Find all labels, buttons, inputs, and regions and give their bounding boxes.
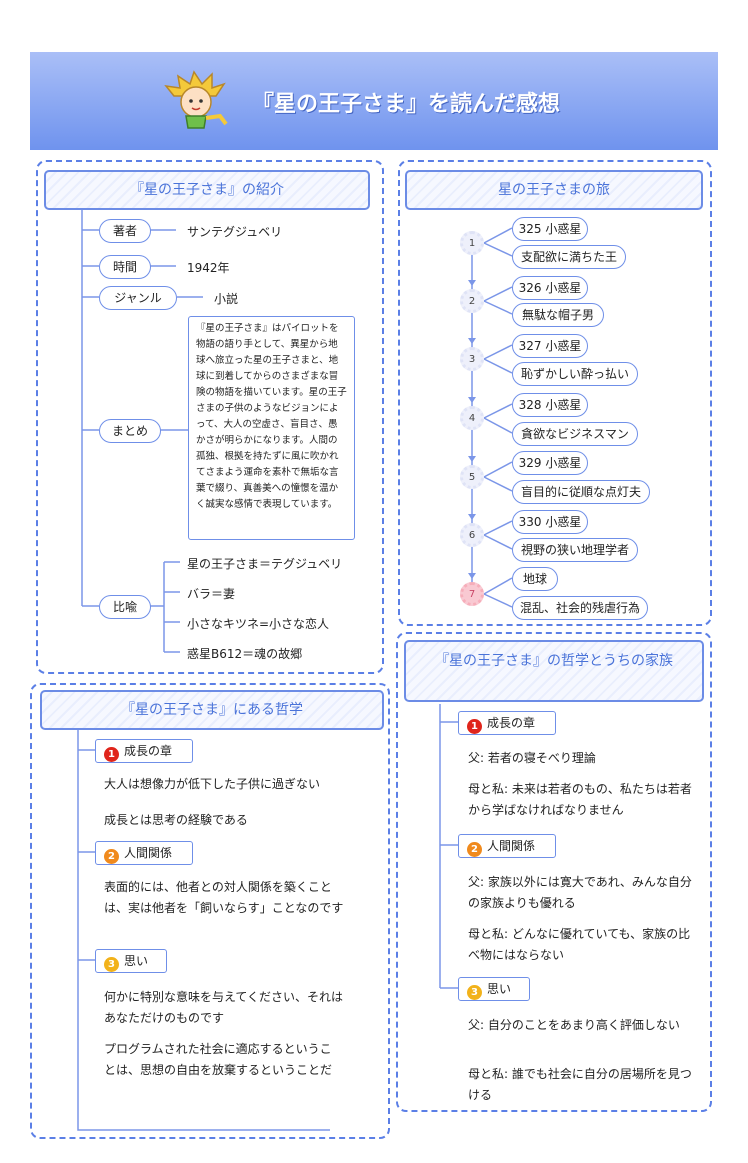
time-value: 1942年 xyxy=(187,261,230,275)
journey-step-node: 3 xyxy=(460,347,484,371)
author-label: 著者 xyxy=(99,219,151,243)
philosophy-title: 『星の王子さま』にある哲学 xyxy=(40,690,384,730)
family-section-1: 1 成長の章 xyxy=(458,711,556,735)
section-title: 成長の章 xyxy=(124,744,173,758)
number-1-badge-icon: 1 xyxy=(467,719,482,734)
journey-panel xyxy=(398,160,712,626)
philosophy-item: プログラムされた社会に適応するということは、思想の自由を放棄するということだ xyxy=(104,1042,333,1077)
summary-label: まとめ xyxy=(99,419,161,443)
family-title: 『星の王子さま』の哲学とうちの家族 xyxy=(404,640,704,702)
section-title: 人間関係 xyxy=(124,846,173,860)
header-banner xyxy=(30,52,718,150)
family-item: 母と私: 未来は若者のもの、私たちは若者から学ばなければなりません xyxy=(468,782,692,817)
philosophy-item: 大人は想像力が低下した子供に過ぎない xyxy=(104,777,321,791)
philosophy-item: 成長とは思考の経験である xyxy=(104,813,248,827)
philosophy-section-1: 1 成長の章 xyxy=(95,739,193,763)
journey-planet: 326 小惑星 xyxy=(512,276,588,300)
little-prince-mascot-icon xyxy=(164,70,228,129)
family-item: 母と私: どんなに優れていても、家族の比べ物にはならない xyxy=(468,927,691,962)
journey-desc: 混乱、社会的残虐行為 xyxy=(512,596,648,620)
family-section-3: 3 思い xyxy=(458,977,530,1001)
summary-text: 『星の王子さま』はパイロットを物語の語り手として、異星から地球へ旅立った星の王子… xyxy=(188,316,355,540)
author-value: サンテグジュベリ xyxy=(187,225,283,239)
philosophy-section-2: 2 人間関係 xyxy=(95,841,193,865)
family-item: 母と私: 誰でも社会に自分の居場所を見つける xyxy=(468,1067,692,1102)
section-title: 成長の章 xyxy=(487,716,536,730)
journey-title: 星の王子さまの旅 xyxy=(405,170,703,210)
philosophy-section-3: 3 思い xyxy=(95,949,167,973)
journey-desc: 視野の狭い地理学者 xyxy=(512,538,638,562)
family-section-2: 2 人間関係 xyxy=(458,834,556,858)
journey-planet: 地球 xyxy=(512,567,558,591)
genre-label: ジャンル xyxy=(99,286,177,310)
section-title: 思い xyxy=(124,954,149,968)
metaphor-label: 比喩 xyxy=(99,595,151,619)
section-title: 思い xyxy=(487,982,512,996)
number-2-badge-icon: 2 xyxy=(467,842,482,857)
family-item: 父: 若者の寝そべり理論 xyxy=(468,751,596,765)
journey-planet: 327 小惑星 xyxy=(512,334,588,358)
genre-value: 小説 xyxy=(214,292,239,306)
journey-desc: 貪欲なビジネスマン xyxy=(512,422,638,446)
number-1-badge-icon: 1 xyxy=(104,747,119,762)
philosophy-item: 表面的には、他者との対人関係を築くことは、実は他者を「飼いならす」ことなのです xyxy=(104,880,344,915)
journey-planet: 325 小惑星 xyxy=(512,217,588,241)
journey-step-node: 1 xyxy=(460,231,484,255)
metaphor-item: バラ＝妻 xyxy=(187,587,236,601)
journey-planet: 328 小惑星 xyxy=(512,393,588,417)
number-2-badge-icon: 2 xyxy=(104,849,119,864)
family-item: 父: 家族以外には寛大であれ、みんな自分の家族よりも優れる xyxy=(468,875,692,910)
metaphor-item: 小さなキツネ=小さな恋人 xyxy=(187,617,330,631)
intro-title: 『星の王子さま』の紹介 xyxy=(44,170,370,210)
family-panel xyxy=(396,632,712,1112)
metaphor-item: 星の王子さま＝テグジュベリ xyxy=(187,557,343,571)
journey-step-node: 7 xyxy=(460,582,484,606)
philosophy-panel xyxy=(30,683,390,1139)
page-title: 『星の王子さま』を読んだ感想 xyxy=(252,92,561,117)
journey-planet: 329 小惑星 xyxy=(512,451,588,475)
metaphor-item: 惑星B612＝魂の故郷 xyxy=(187,647,303,661)
philosophy-item: 何かに特別な意味を与えてください、それはあなただけのものです xyxy=(104,990,344,1025)
journey-desc: 支配欲に満ちた王 xyxy=(512,245,626,269)
intro-panel xyxy=(36,160,384,674)
journey-step-node: 4 xyxy=(460,406,484,430)
number-3-badge-icon: 3 xyxy=(467,985,482,1000)
journey-desc: 恥ずかしい酔っ払い xyxy=(512,362,638,386)
family-item: 父: 自分のことをあまり高く評価しない xyxy=(468,1018,680,1032)
time-label: 時間 xyxy=(99,255,151,279)
section-title: 人間関係 xyxy=(487,839,536,853)
journey-desc: 無駄な帽子男 xyxy=(512,303,604,327)
journey-desc: 盲目的に従順な点灯夫 xyxy=(512,480,650,504)
journey-planet: 330 小惑星 xyxy=(512,510,588,534)
number-3-badge-icon: 3 xyxy=(104,957,119,972)
journey-step-node: 6 xyxy=(460,523,484,547)
journey-step-node: 2 xyxy=(460,289,484,313)
journey-step-node: 5 xyxy=(460,465,484,489)
